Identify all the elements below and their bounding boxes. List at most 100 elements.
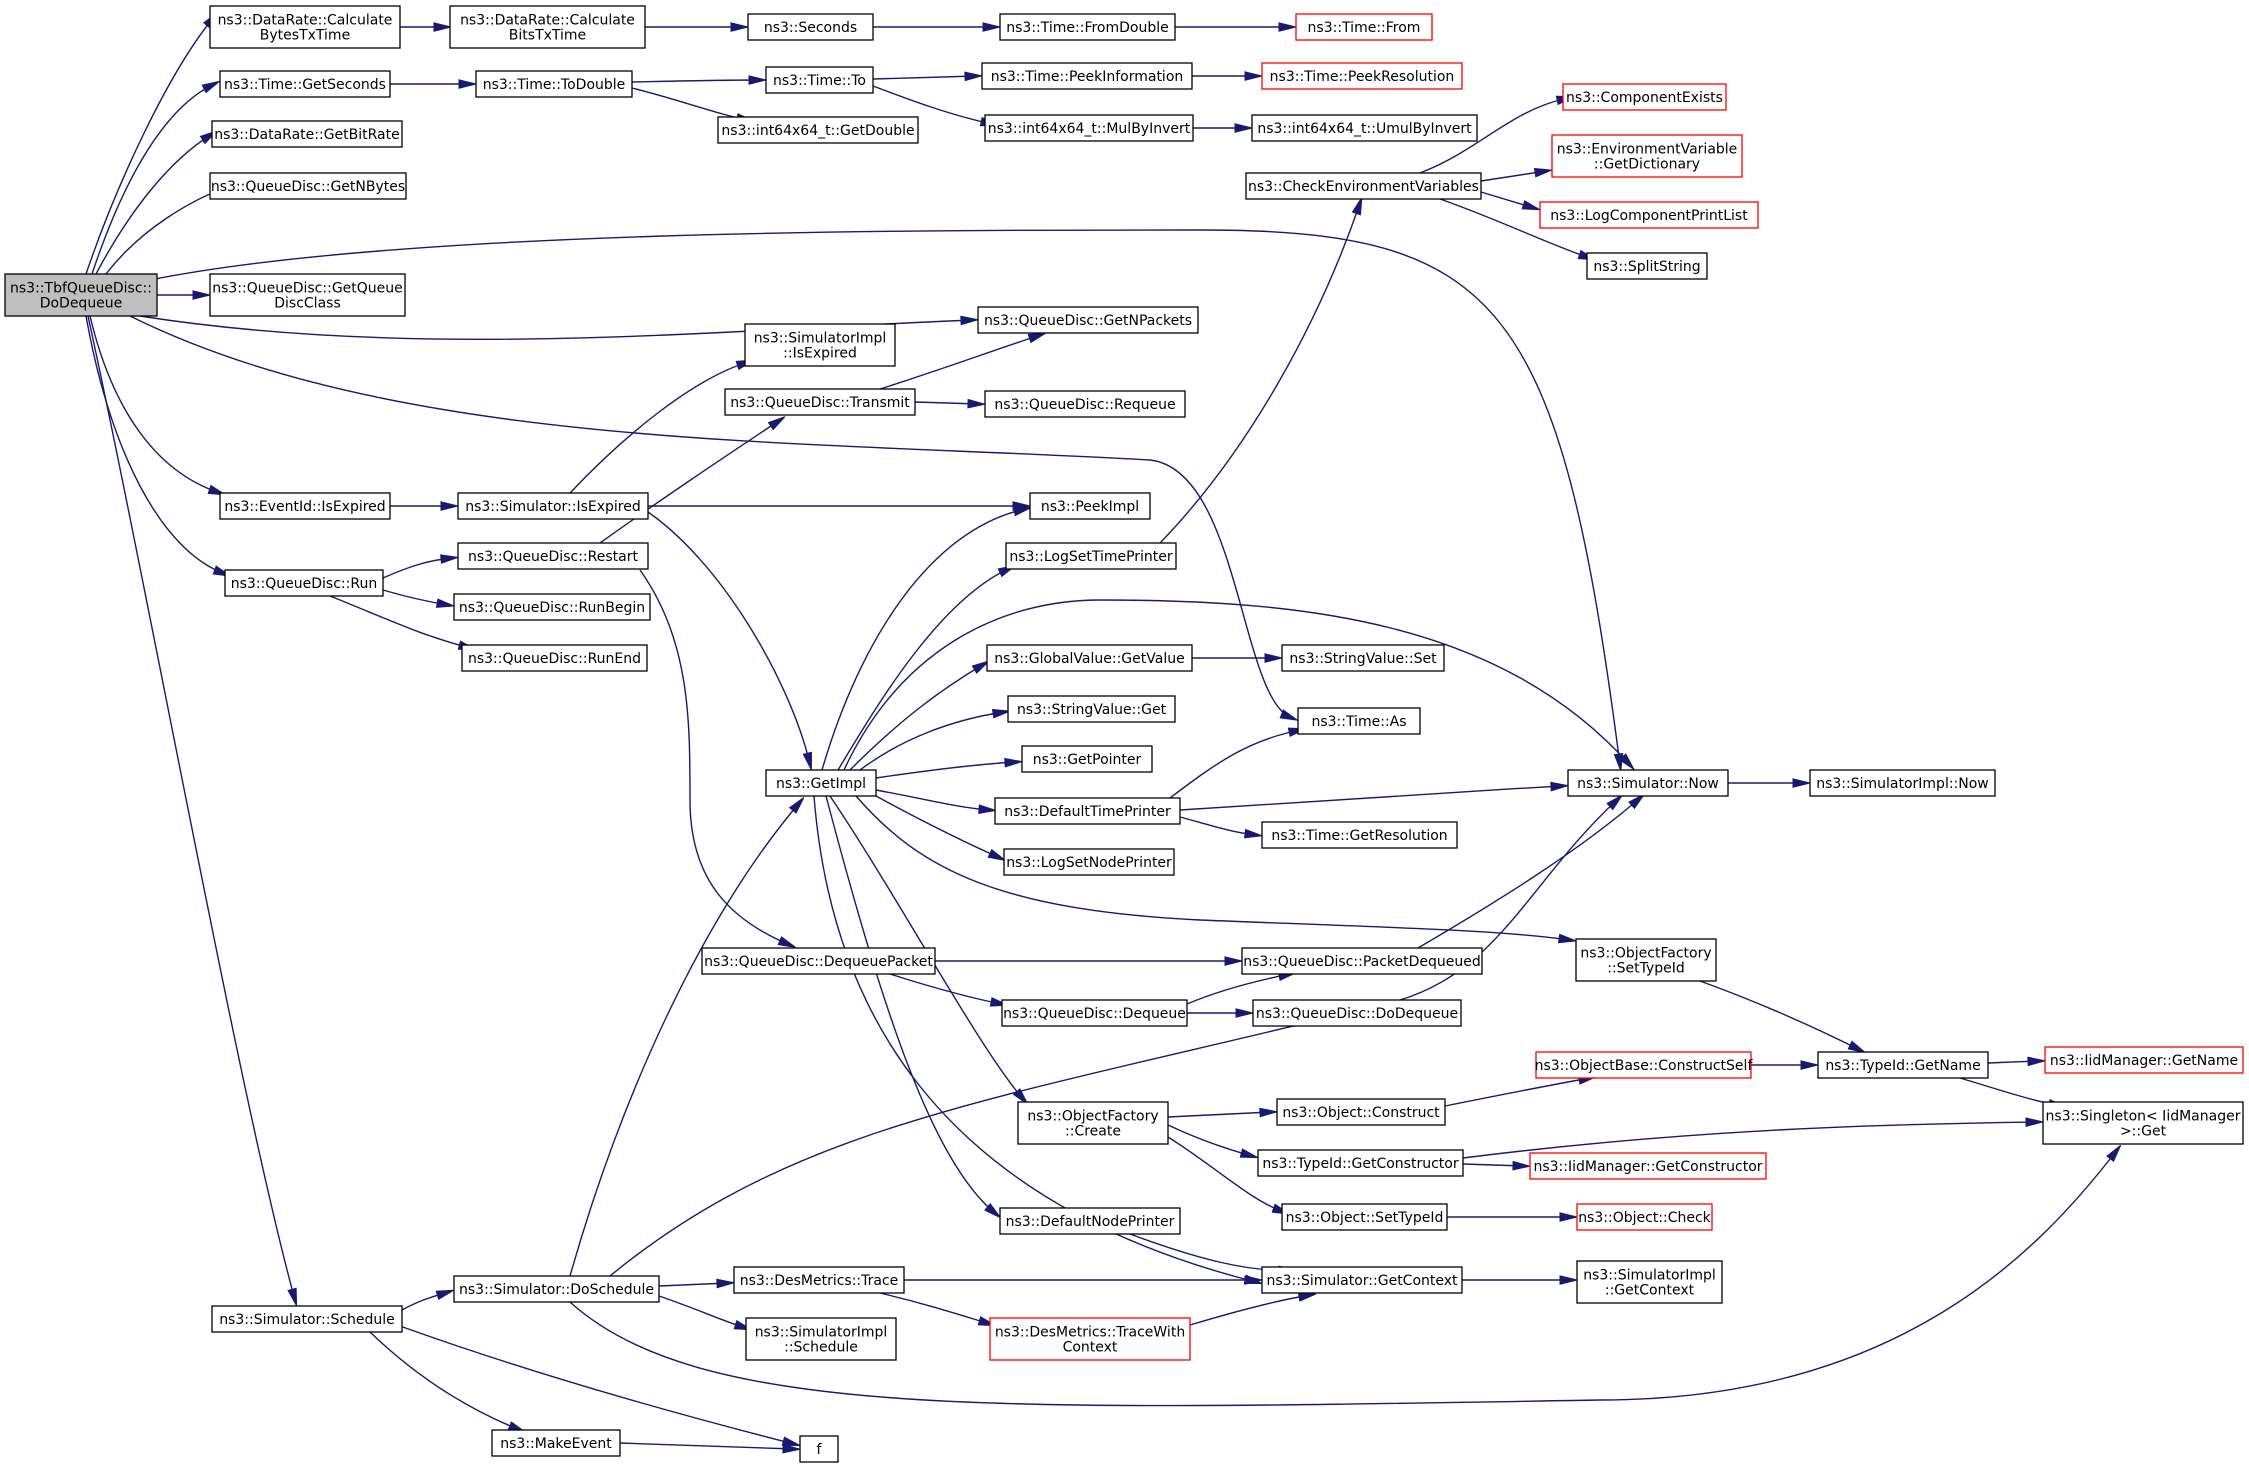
node-iidgetname[interactable]: ns3::IidManager::GetName bbox=[2044, 1046, 2244, 1074]
edge-line bbox=[569, 801, 801, 1277]
node-objsettid[interactable]: ns3::Object::SetTypeId bbox=[1281, 1203, 1448, 1231]
node-ofcreate[interactable]: ns3::ObjectFactory::Create bbox=[1017, 1101, 1169, 1145]
node-box bbox=[219, 492, 391, 520]
node-restart[interactable]: ns3::QueueDisc::Restart bbox=[457, 542, 649, 570]
node-deqpacket[interactable]: ns3::QueueDisc::DequeuePacket bbox=[701, 947, 936, 975]
node-getimpl[interactable]: ns3::GetImpl bbox=[765, 769, 877, 797]
node-iidgetctor[interactable]: ns3::IidManager::GetConstructor bbox=[1529, 1152, 1767, 1180]
edge-getimpl-to-getpointer bbox=[875, 757, 1023, 779]
node-timeto[interactable]: ns3::Time::To bbox=[765, 66, 874, 94]
node-timeas[interactable]: ns3::Time::As bbox=[1297, 707, 1421, 735]
node-logcpl[interactable]: ns3::LogComponentPrintList bbox=[1539, 201, 1759, 229]
node-svget[interactable]: ns3::StringValue::Get bbox=[1007, 695, 1176, 723]
node-label: ns3::PeekImpl bbox=[1041, 499, 1139, 515]
node-box bbox=[1535, 1051, 1752, 1079]
node-ofsettid[interactable]: ns3::ObjectFactory::SetTypeId bbox=[1575, 938, 1717, 982]
node-todouble[interactable]: ns3::Time::ToDouble bbox=[475, 70, 633, 98]
arrowhead-icon bbox=[978, 804, 997, 815]
node-getdouble[interactable]: ns3::int64x64_t::GetDouble bbox=[717, 116, 919, 144]
node-defnp[interactable]: ns3::DefaultNodePrinter bbox=[999, 1207, 1181, 1235]
node-desmtrace[interactable]: ns3::DesMetrics::Trace bbox=[733, 1266, 905, 1294]
node-seconds[interactable]: ns3::Seconds bbox=[747, 13, 874, 41]
node-box bbox=[211, 1305, 403, 1333]
node-objcheck[interactable]: ns3::Object::Check bbox=[1576, 1203, 1713, 1231]
node-deftp[interactable]: ns3::DefaultTimePrinter bbox=[994, 797, 1181, 825]
node-getres[interactable]: ns3::Time::GetResolution bbox=[1261, 821, 1458, 849]
node-box bbox=[457, 542, 649, 570]
node-label: Context bbox=[1063, 1340, 1118, 1356]
node-box bbox=[491, 1429, 621, 1457]
edge-root-to-simsched bbox=[87, 315, 298, 1307]
node-label: DoDequeue bbox=[40, 296, 123, 312]
arrowhead-icon bbox=[984, 1202, 1002, 1219]
node-simisched[interactable]: ns3::SimulatorImpl::Schedule bbox=[745, 1317, 897, 1361]
node-splitstring[interactable]: ns3::SplitString bbox=[1586, 252, 1708, 280]
node-requeue[interactable]: ns3::QueueDisc::Requeue bbox=[984, 390, 1186, 418]
node-runend[interactable]: ns3::QueueDisc::RunEnd bbox=[461, 644, 648, 672]
node-singleton[interactable]: ns3::Singleton< IidManager>::Get bbox=[2042, 1101, 2244, 1145]
arrowhead-icon bbox=[781, 1436, 801, 1446]
node-box bbox=[999, 1207, 1181, 1235]
node-simsched[interactable]: ns3::Simulator::Schedule bbox=[211, 1305, 403, 1333]
node-evexp[interactable]: ns3::EventId::IsExpired bbox=[219, 492, 391, 520]
node-box bbox=[449, 5, 646, 49]
node-simigetctx[interactable]: ns3::SimulatorImpl::GetContext bbox=[1576, 1260, 1723, 1304]
node-obcs[interactable]: ns3::ObjectBase::ConstructSelf bbox=[1535, 1051, 1754, 1079]
node-label: ns3::DefaultNodePrinter bbox=[1006, 1214, 1175, 1230]
node-svset[interactable]: ns3::StringValue::Set bbox=[1281, 644, 1445, 672]
node-logsnp[interactable]: ns3::LogSetNodePrinter bbox=[1003, 848, 1175, 876]
node-getbitrate[interactable]: ns3::DataRate::GetBitRate bbox=[211, 120, 403, 148]
node-getnpackets[interactable]: ns3::QueueDisc::GetNPackets bbox=[977, 306, 1199, 334]
node-tidgetname[interactable]: ns3::TypeId::GetName bbox=[1817, 1051, 1989, 1079]
node-fromdouble[interactable]: ns3::Time::FromDouble bbox=[999, 13, 1176, 41]
node-qdrun[interactable]: ns3::QueueDisc::Run bbox=[224, 569, 384, 597]
edge-timeto-to-peekinfo bbox=[872, 71, 983, 82]
node-siminow[interactable]: ns3::SimulatorImpl::Now bbox=[1809, 769, 1996, 797]
node-simgetctx[interactable]: ns3::Simulator::GetContext bbox=[1261, 1266, 1463, 1294]
node-compexists[interactable]: ns3::ComponentExists bbox=[1562, 83, 1727, 111]
node-umulbyinv[interactable]: ns3::int64x64_t::UmulByInvert bbox=[1251, 114, 1478, 142]
edge-restart-to-deqpacket bbox=[639, 569, 796, 948]
node-root[interactable]: ns3::TbfQueueDisc::DoDequeue bbox=[4, 273, 158, 317]
node-box bbox=[717, 116, 919, 144]
node-runbegin[interactable]: ns3::QueueDisc::RunBegin bbox=[453, 593, 651, 621]
arrowhead-icon bbox=[1027, 332, 1046, 344]
edges-layer bbox=[85, 11, 2122, 1454]
edge-line bbox=[843, 599, 1631, 771]
edge-transmit-to-getnpackets bbox=[879, 332, 1046, 390]
node-qddeq[interactable]: ns3::QueueDisc::Dequeue bbox=[1001, 999, 1188, 1027]
node-label: ns3::DesMetrics::TraceWith bbox=[995, 1325, 1185, 1341]
node-peekres[interactable]: ns3::Time::PeekResolution bbox=[1261, 62, 1463, 90]
node-timefrom[interactable]: ns3::Time::From bbox=[1295, 13, 1433, 41]
node-simnow[interactable]: ns3::Simulator::Now bbox=[1567, 769, 1729, 797]
node-getseconds[interactable]: ns3::Time::GetSeconds bbox=[219, 70, 391, 98]
node-mulbyinv[interactable]: ns3::int64x64_t::MulByInvert bbox=[984, 114, 1194, 142]
node-simexp[interactable]: ns3::Simulator::IsExpired bbox=[457, 492, 649, 520]
node-box bbox=[2044, 1046, 2244, 1074]
node-peekinfo[interactable]: ns3::Time::PeekInformation bbox=[981, 62, 1193, 90]
node-tidgetctor[interactable]: ns3::TypeId::GetConstructor bbox=[1257, 1149, 1464, 1177]
node-dosched[interactable]: ns3::Simulator::DoSchedule bbox=[453, 1275, 660, 1303]
node-envdict[interactable]: ns3::EnvironmentVariable::GetDictionary bbox=[1551, 134, 1743, 178]
node-makeevent[interactable]: ns3::MakeEvent bbox=[491, 1429, 621, 1457]
edge-desmtrace-to-desmtwc bbox=[879, 1292, 996, 1327]
edge-line bbox=[855, 795, 1571, 941]
node-getpointer[interactable]: ns3::GetPointer bbox=[1021, 745, 1153, 773]
node-objconstruct[interactable]: ns3::Object::Construct bbox=[1276, 1098, 1446, 1126]
node-pktdeq[interactable]: ns3::QueueDisc::PacketDequeued bbox=[1241, 947, 1483, 975]
node-f[interactable]: f bbox=[799, 1435, 839, 1463]
node-gvgetvalue[interactable]: ns3::GlobalValue::GetValue bbox=[986, 644, 1193, 672]
nodes-layer: ns3::TbfQueueDisc::DoDequeue ns3::DataRat… bbox=[4, 5, 2244, 1463]
node-simimplexp[interactable]: ns3::SimulatorImpl::IsExpired bbox=[744, 323, 896, 367]
node-checkenv[interactable]: ns3::CheckEnvironmentVariables bbox=[1245, 172, 1482, 200]
node-getnbytes[interactable]: ns3::QueueDisc::GetNBytes bbox=[209, 172, 407, 200]
node-logstp[interactable]: ns3::LogSetTimePrinter bbox=[1005, 542, 1177, 570]
edge-peekinfo-to-peekres bbox=[1192, 71, 1263, 81]
node-peekimpl[interactable]: ns3::PeekImpl bbox=[1029, 492, 1151, 520]
node-qddodeq[interactable]: ns3::QueueDisc::DoDequeue bbox=[1252, 999, 1462, 1027]
node-transmit[interactable]: ns3::QueueDisc::Transmit bbox=[724, 388, 916, 416]
